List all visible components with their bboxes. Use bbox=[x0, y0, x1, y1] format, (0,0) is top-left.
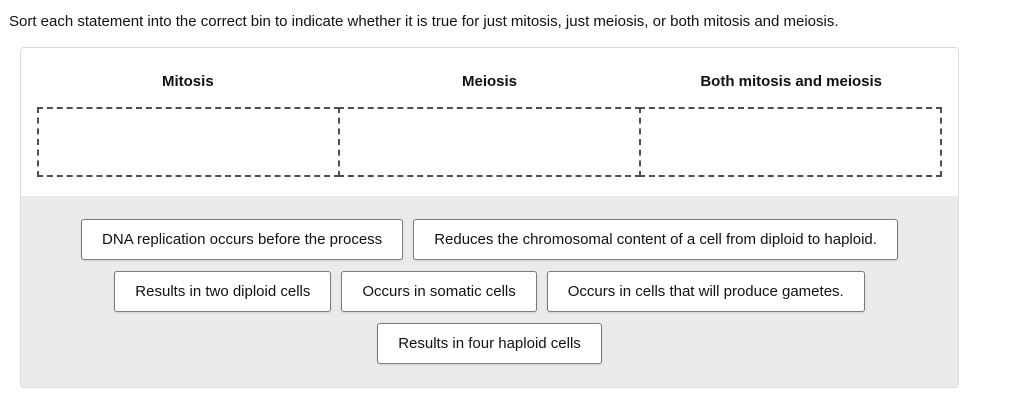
instruction-text: Sort each statement into the correct bin… bbox=[9, 13, 839, 30]
statement-chip-dna-replication[interactable]: DNA replication occurs before the proces… bbox=[81, 219, 404, 260]
statement-chip-results-two-diploid-cells[interactable]: Results in two diploid cells bbox=[114, 271, 332, 312]
bin-header-mitosis: Mitosis bbox=[161, 73, 214, 90]
bin-dropzone-meiosis[interactable] bbox=[338, 107, 641, 177]
bin-dropzone-both-mitosis-and-meiosis[interactable] bbox=[639, 107, 942, 177]
bin-dropzone-mitosis[interactable] bbox=[37, 107, 340, 177]
bins-row bbox=[37, 107, 942, 177]
bin-header-meiosis: Meiosis bbox=[461, 73, 518, 90]
sorting-widget: Mitosis Meiosis Both mitosis and meiosis… bbox=[20, 47, 959, 388]
bin-headers-row: Mitosis Meiosis Both mitosis and meiosis bbox=[37, 73, 942, 91]
bins-panel: Mitosis Meiosis Both mitosis and meiosis bbox=[21, 48, 958, 196]
statement-chip-occurs-cells-produce-gametes[interactable]: Occurs in cells that will produce gamete… bbox=[546, 271, 865, 312]
statement-chip-reduces-chromosomal-content[interactable]: Reduces the chromosomal content of a cel… bbox=[413, 219, 898, 260]
bin-header-both-mitosis-and-meiosis: Both mitosis and meiosis bbox=[700, 73, 883, 90]
statement-chip-occurs-somatic-cells[interactable]: Occurs in somatic cells bbox=[341, 271, 537, 312]
statements-tray: DNA replication occurs before the proces… bbox=[21, 196, 958, 387]
statement-chip-results-four-haploid-cells[interactable]: Results in four haploid cells bbox=[377, 323, 602, 364]
